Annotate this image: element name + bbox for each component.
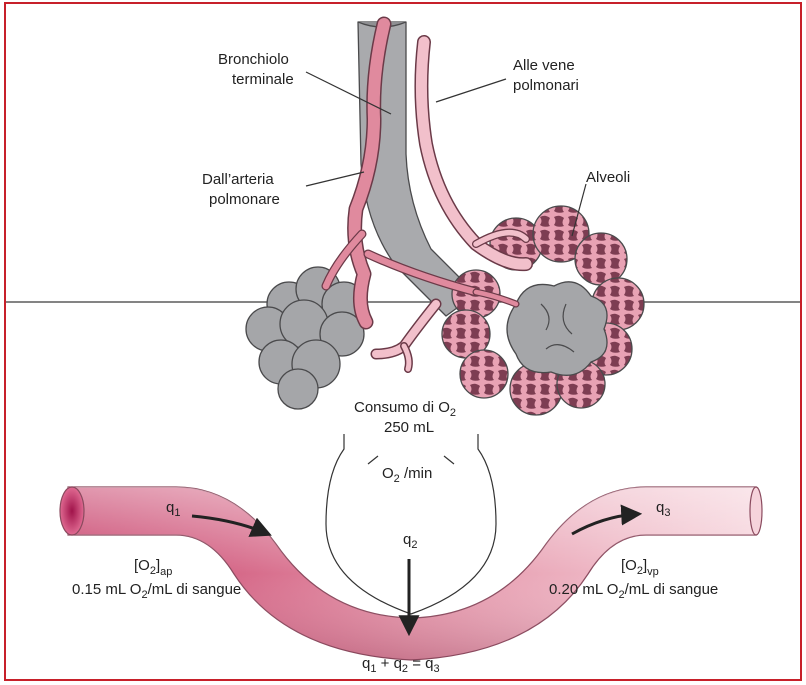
label-artery-line1: Dall’arteria xyxy=(202,171,274,188)
alveolus-cutaway xyxy=(507,282,607,376)
figure-frame: Bronchiolo terminale Alle vene polmonari… xyxy=(4,2,802,681)
label-artery-line2: polmonare xyxy=(209,191,280,208)
label-equation: q1 + q2 = q3 xyxy=(362,655,440,675)
label-o2-ap: [O2]ap xyxy=(134,557,172,578)
label-o2-vp-value: 0.20 mL O2/mL di sangue xyxy=(549,581,718,601)
alveolar-cluster-left xyxy=(246,267,366,409)
label-bronchiole-line2: terminale xyxy=(232,71,294,88)
label-bronchiole-line1: Bronchiolo xyxy=(218,51,289,68)
lung-diagram: Bronchiolo terminale Alle vene polmonari… xyxy=(6,4,800,679)
label-veins-line1: Alle vene xyxy=(513,57,575,74)
label-alveoli: Alveoli xyxy=(586,169,630,186)
vessel-open-end xyxy=(60,487,84,535)
label-o2-vp: [O2]vp xyxy=(621,557,659,578)
label-consumption-line2: 250 mL xyxy=(384,419,434,436)
label-o2-ap-value: 0.15 mL O2/mL di sangue xyxy=(72,581,241,601)
label-consumption-line1: Consumo di O2 xyxy=(354,399,456,419)
label-consumption-line3: O2 /min xyxy=(382,465,432,485)
alveolus-schematic xyxy=(326,434,496,614)
label-veins-line2: polmonari xyxy=(513,77,579,94)
label-q2: q2 xyxy=(403,531,417,551)
